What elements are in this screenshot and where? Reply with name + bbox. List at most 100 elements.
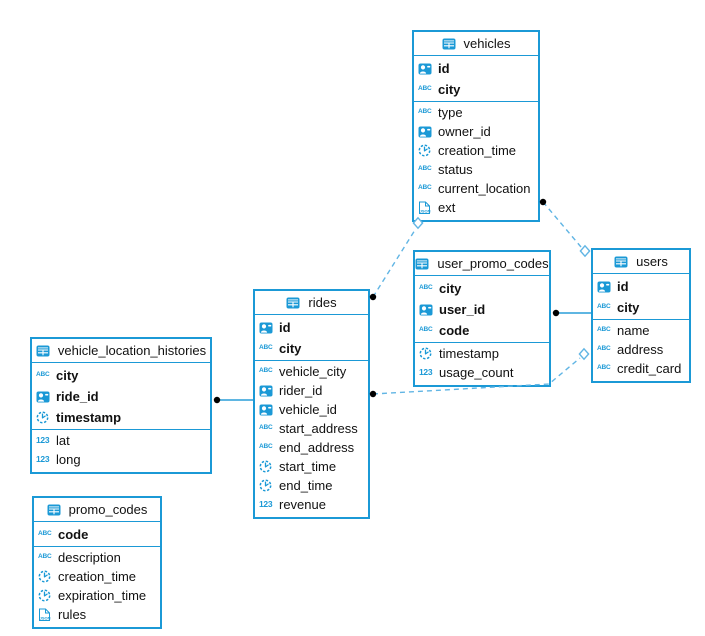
svg-text:JSON: JSON bbox=[40, 615, 51, 620]
field-row-creation_time[interactable]: creation_time bbox=[414, 141, 538, 160]
abc-text-icon: ABC bbox=[418, 85, 432, 93]
clock-icon bbox=[418, 144, 435, 157]
field-name: vehicle_id bbox=[279, 402, 337, 417]
table-header[interactable]: promo_codes bbox=[34, 498, 160, 522]
relationship-user_promo_codes-users[interactable] bbox=[552, 309, 591, 317]
connector-dot-endpoint bbox=[552, 309, 560, 317]
table-header[interactable]: rides bbox=[255, 291, 368, 315]
field-row-vehicle_id[interactable]: vehicle_id bbox=[255, 400, 368, 419]
abc-text-icon: ABC bbox=[597, 303, 611, 311]
table-header[interactable]: user_promo_codes bbox=[415, 252, 549, 276]
abc-text-icon: ABC bbox=[259, 443, 273, 451]
primary-key-separator bbox=[593, 319, 689, 320]
field-name: creation_time bbox=[438, 143, 517, 158]
table-grid-icon bbox=[415, 258, 432, 270]
field-row-long[interactable]: 123 long bbox=[32, 450, 210, 469]
relationship-line bbox=[372, 229, 416, 298]
relationship-vehicle_location_histories-rides[interactable] bbox=[213, 396, 253, 404]
clock-icon bbox=[38, 589, 55, 602]
field-row-user_id[interactable]: user_id bbox=[415, 299, 549, 320]
field-name: start_address bbox=[279, 421, 358, 436]
numeric-123-icon: 123 bbox=[259, 499, 273, 510]
clock-icon bbox=[38, 570, 55, 583]
table-header[interactable]: users bbox=[593, 250, 689, 274]
table-title: vehicle_location_histories bbox=[57, 343, 207, 358]
field-row-ride_id[interactable]: ride_id bbox=[32, 386, 210, 407]
field-name: owner_id bbox=[438, 124, 491, 139]
field-row-id[interactable]: id bbox=[593, 276, 689, 297]
field-row-start_time[interactable]: start_time bbox=[255, 457, 368, 476]
table-title: user_promo_codes bbox=[437, 256, 549, 271]
field-name: city bbox=[617, 300, 640, 315]
field-row-city[interactable]: ABC city bbox=[414, 79, 538, 100]
connector-dot-endpoint bbox=[539, 198, 547, 206]
field-name: ride_id bbox=[56, 389, 99, 404]
field-row-owner_id[interactable]: owner_id bbox=[414, 122, 538, 141]
user-badge-icon bbox=[418, 126, 435, 138]
user-badge-icon bbox=[418, 63, 435, 75]
field-name: name bbox=[617, 323, 650, 338]
field-name: status bbox=[438, 162, 473, 177]
user-badge-icon bbox=[419, 304, 436, 316]
table-header[interactable]: vehicles bbox=[414, 32, 538, 56]
field-name: type bbox=[438, 105, 463, 120]
field-row-expiration_time[interactable]: expiration_time bbox=[34, 586, 160, 605]
table-title: rides bbox=[308, 295, 337, 310]
field-name: start_time bbox=[279, 459, 337, 474]
relationship-vehicles-users[interactable] bbox=[539, 198, 591, 258]
field-name: city bbox=[438, 82, 461, 97]
field-row-creation_time[interactable]: creation_time bbox=[34, 567, 160, 586]
connector-dot-endpoint bbox=[369, 293, 377, 301]
numeric-123-icon: 123 bbox=[36, 435, 50, 446]
abc-text-icon: ABC bbox=[259, 367, 273, 375]
table-header[interactable]: vehicle_location_histories bbox=[32, 339, 210, 363]
connector-dot-endpoint bbox=[369, 390, 377, 398]
field-name: code bbox=[439, 323, 470, 338]
field-row-id[interactable]: id bbox=[414, 58, 538, 79]
field-name: long bbox=[56, 452, 81, 467]
field-row-id[interactable]: id bbox=[255, 317, 368, 338]
abc-text-icon: ABC bbox=[38, 530, 52, 538]
user-badge-icon bbox=[597, 281, 614, 293]
field-row-end_time[interactable]: end_time bbox=[255, 476, 368, 495]
field-row-timestamp[interactable]: timestamp bbox=[415, 344, 549, 363]
field-row-timestamp[interactable]: timestamp bbox=[32, 407, 210, 428]
field-row-rider_id[interactable]: rider_id bbox=[255, 381, 368, 400]
primary-key-separator bbox=[415, 342, 549, 343]
field-row-city[interactable]: ABC city bbox=[593, 297, 689, 318]
primary-key-separator bbox=[255, 360, 368, 361]
numeric-123-icon: 123 bbox=[36, 454, 50, 465]
